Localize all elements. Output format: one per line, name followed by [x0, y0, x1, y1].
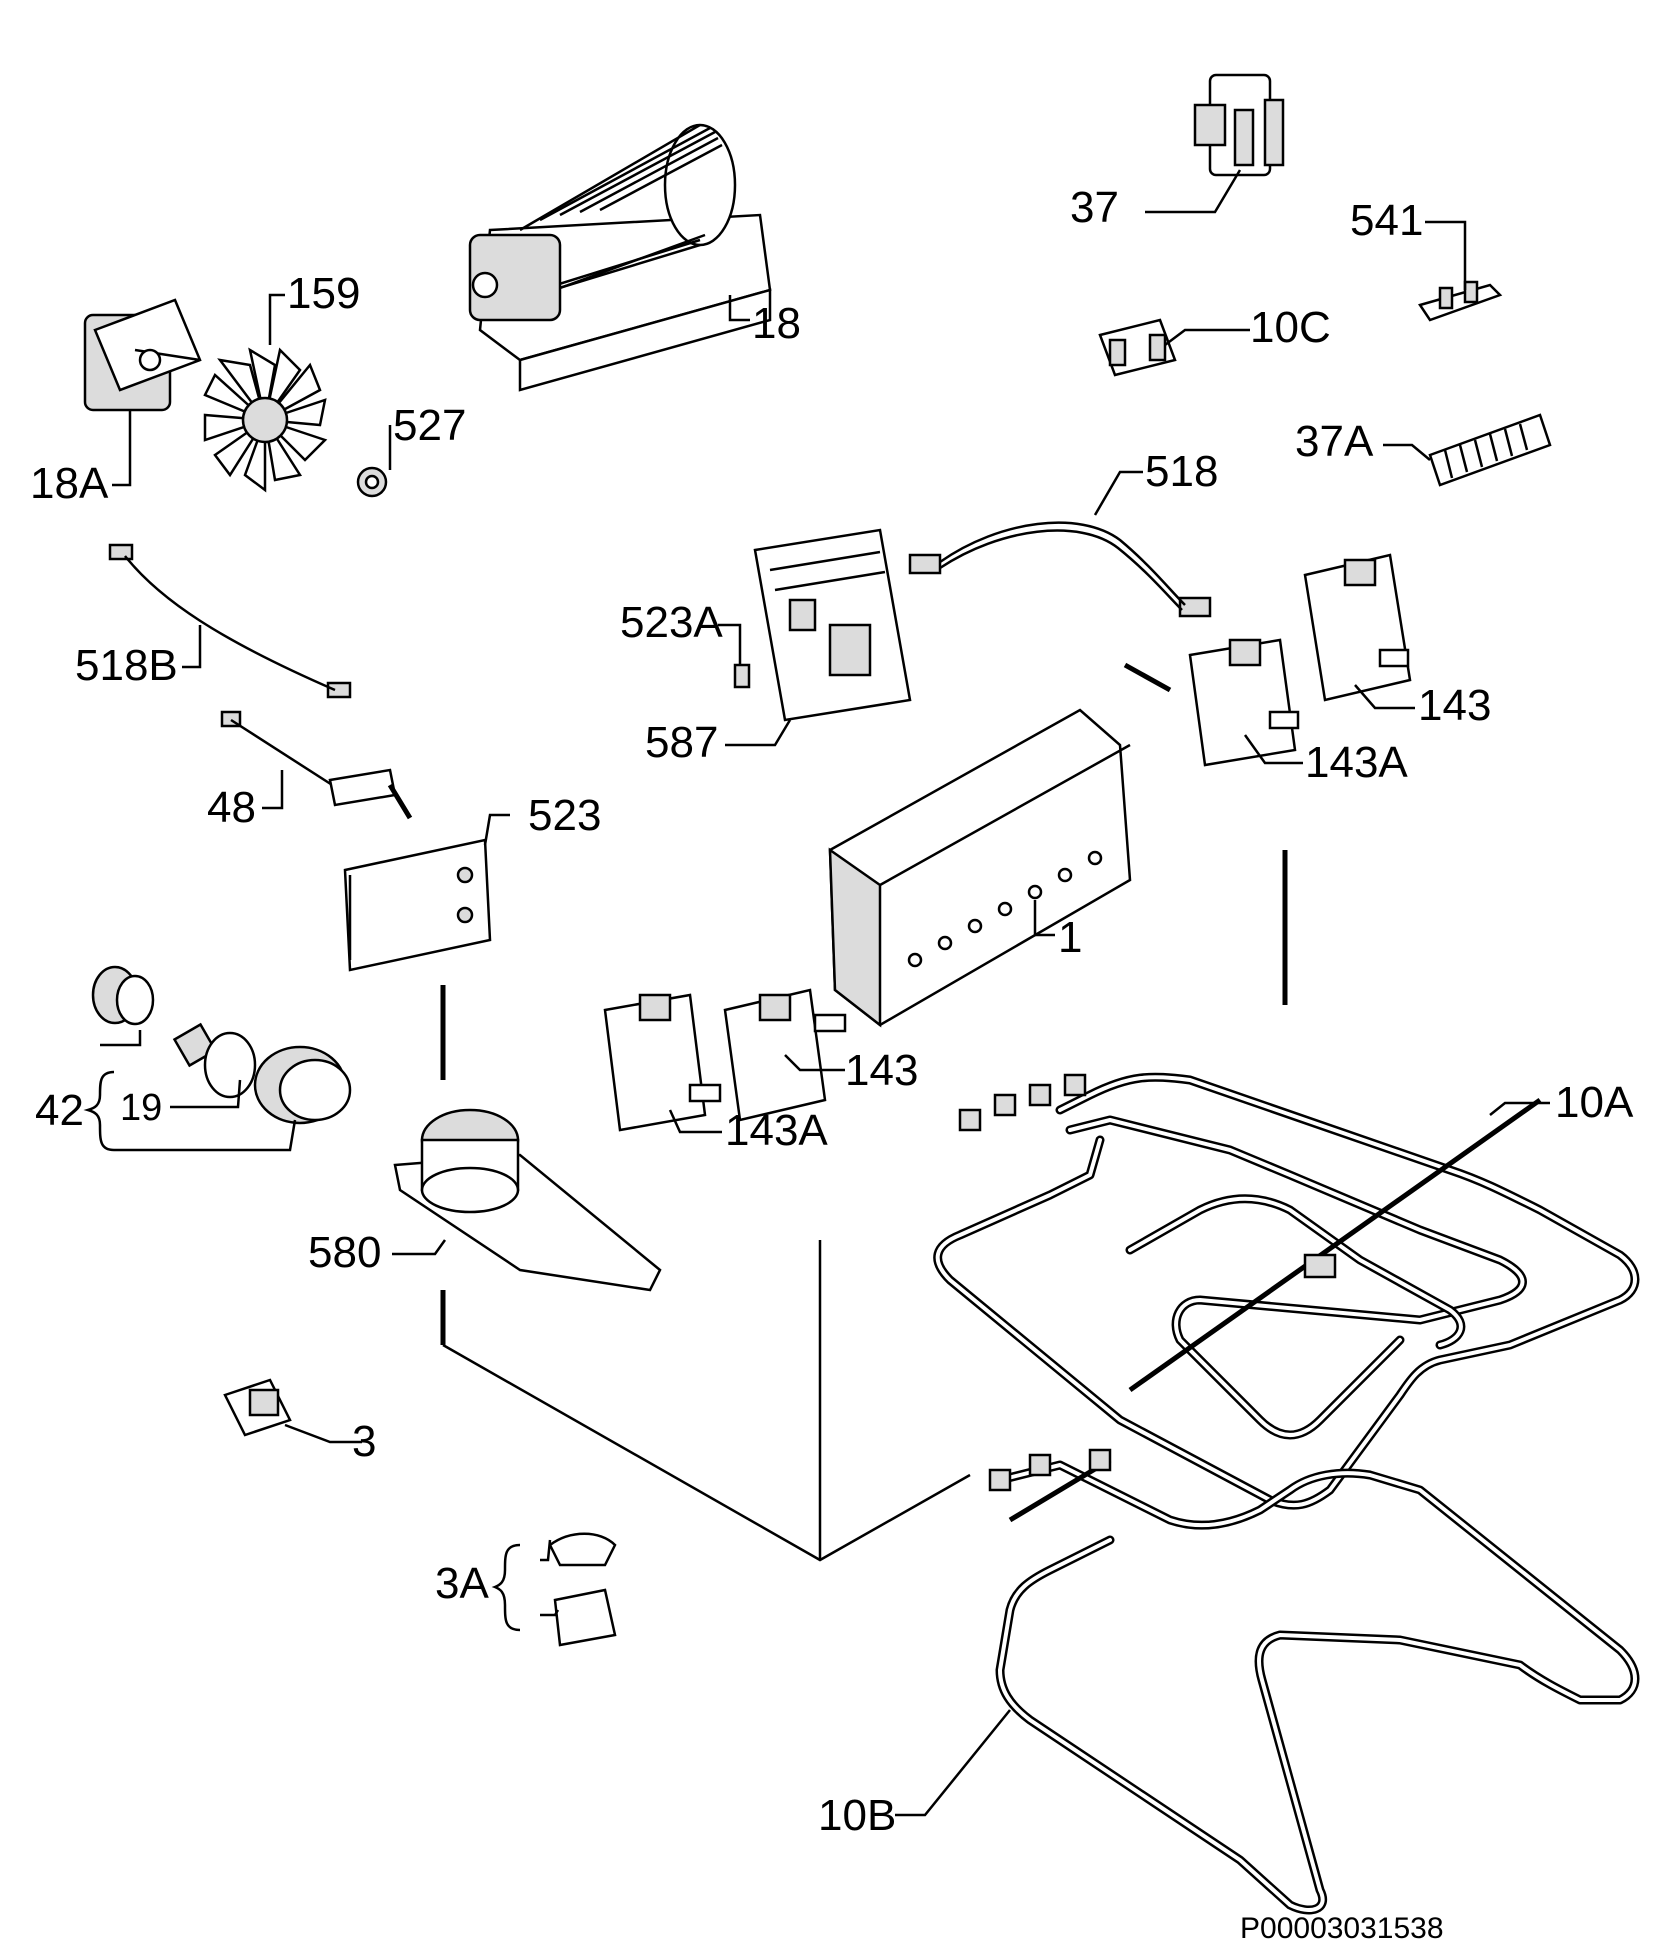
label-42: 42 [35, 1086, 84, 1135]
label-143-top: 143 [1418, 681, 1491, 730]
label-523: 523 [528, 791, 601, 840]
thermostat-part [223, 1378, 292, 1437]
label-159: 159 [287, 269, 360, 318]
mounting-plate-part [343, 838, 492, 972]
lamp-cover-part [253, 1045, 352, 1125]
label-143a-mid: 143A [725, 1106, 828, 1155]
probe-48-part [220, 710, 413, 820]
label-37a: 37A [1295, 417, 1374, 466]
bracket-541-part [1418, 280, 1503, 322]
label-587: 587 [645, 718, 718, 767]
rotary-switch-top-right-part [1303, 553, 1412, 702]
fan-motor-part [83, 298, 202, 412]
fan-wheel-part [203, 347, 328, 493]
clip-upper-part [548, 1532, 617, 1567]
label-527: 527 [393, 401, 466, 450]
rotary-switch-mid-left-part [603, 993, 722, 1132]
door-lock-part [393, 1108, 662, 1292]
label-10a: 10A [1555, 1078, 1634, 1127]
nut-part [356, 466, 388, 498]
label-10c: 10C [1250, 303, 1331, 352]
grill-element-part [933, 1072, 1640, 1510]
label-37: 37 [1070, 183, 1119, 232]
connector-523a-part [733, 663, 751, 689]
label-143a-top: 143A [1305, 738, 1408, 787]
drawing-code: P00003031538 [1240, 1912, 1444, 1945]
terminal-block-part [1428, 413, 1552, 487]
label-19: 19 [120, 1087, 162, 1129]
control-panel-part [828, 708, 1132, 1028]
circuit-board-part [753, 528, 912, 722]
label-1: 1 [1058, 913, 1082, 962]
part-labels: 18 159 18A 527 37 541 10C 37A 518 518B 5… [30, 183, 1634, 1945]
label-518: 518 [1145, 447, 1218, 496]
leader-lines [83, 169, 1550, 1817]
label-48: 48 [207, 783, 256, 832]
label-18a: 18A [30, 459, 109, 508]
label-518b: 518B [75, 641, 178, 690]
label-3a: 3A [435, 1559, 489, 1608]
label-523a: 523A [620, 598, 723, 647]
label-541: 541 [1350, 196, 1423, 245]
lamp-bulb-part [172, 1022, 257, 1099]
switch-part [1193, 73, 1285, 177]
tangential-fan-part [468, 123, 772, 392]
rotary-switch-top-left-part [1188, 638, 1300, 767]
rotary-switch-mid-right-part [723, 988, 847, 1122]
label-143-mid: 143 [845, 1046, 918, 1095]
cable-518b-part [108, 543, 352, 699]
bottom-element-part [988, 1448, 1640, 1915]
assembly-outline [440, 662, 1288, 1562]
label-10b: 10B [818, 1791, 896, 1840]
label-18: 18 [752, 299, 801, 348]
wiring-harness-518-part [908, 521, 1212, 618]
clip-lower-part [553, 1588, 617, 1647]
lamp-holder-part [91, 965, 155, 1026]
label-580: 580 [308, 1228, 381, 1277]
label-3: 3 [352, 1417, 376, 1466]
bracket-10c-part [1098, 318, 1177, 377]
